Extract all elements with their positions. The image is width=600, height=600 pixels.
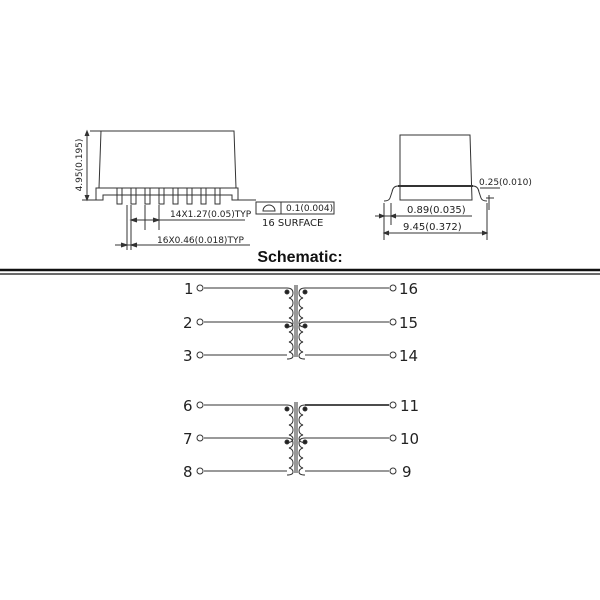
pin-label: 1 [184,280,194,298]
leads [116,187,221,205]
lead-thickness-dimension: 0.25(0.010) [479,178,532,188]
transformer-2 [196,401,397,476]
lead-width-dimension: 16X0.46(0.018)TYP [157,236,244,246]
pin-label: 3 [183,347,193,365]
side-view [375,134,500,240]
coplanarity-label: 16 SURFACE [262,218,323,229]
coplanarity-symbol [262,204,276,212]
pin-label: 15 [399,314,418,332]
coplanarity-value: 0.1(0.004) [286,204,333,214]
pin-label: 10 [400,430,419,448]
pin-label: 11 [400,397,419,415]
pin-label: 16 [399,280,418,298]
pitch-dimension: 14X1.27(0.05)TYP [170,210,252,220]
height-dimension: 4.95(0.195) [75,139,85,192]
pin-label: 8 [183,463,193,481]
section-title: Schematic: [257,249,342,266]
pin-label: 7 [183,430,193,448]
pin-label: 9 [402,463,412,481]
foot-length-dimension: 0.89(0.035) [407,205,466,216]
overall-width-dimension: 9.45(0.372) [403,222,462,233]
pin-label: 14 [399,347,418,365]
front-view [82,129,335,250]
pin-label: 6 [183,397,193,415]
pin-label: 2 [183,314,193,332]
transformer-1 [196,284,397,360]
